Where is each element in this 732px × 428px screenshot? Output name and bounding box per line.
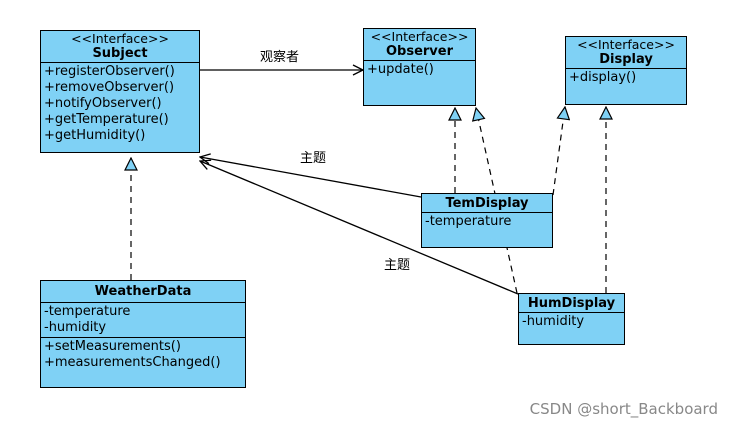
temdisplay-attribute: -temperature [425, 214, 512, 229]
temdisplay-attributes: -temperature [422, 212, 552, 231]
temdisplay-subject-association [200, 157, 422, 198]
weatherdata-class[interactable]: WeatherData -temperature -humidity +setM… [40, 280, 246, 388]
observer-stereotype: <<Interface>> [370, 29, 469, 44]
weatherdata-attributes: -temperature -humidity [41, 302, 245, 337]
display-class[interactable]: <<Interface>> Display +display() [565, 36, 687, 105]
humdisplay-class[interactable]: HumDisplay -humidity [518, 293, 625, 345]
humdisplay-attributes: -humidity [519, 312, 624, 331]
subject-method: +getHumidity() [44, 128, 146, 143]
weatherdata-class-name: WeatherData [94, 284, 192, 299]
subject-method: +removeObserver() [44, 80, 175, 95]
subject-methods: +registerObserver() +removeObserver() +n… [41, 62, 199, 145]
subject-class-name: Subject [92, 46, 148, 61]
humdisplay-subject-association [200, 161, 519, 295]
observer-association-label: 观察者 [260, 50, 300, 65]
subject-class[interactable]: <<Interface>> Subject +registerObserver(… [40, 30, 200, 153]
observer-method: +update() [367, 62, 434, 77]
display-stereotype: <<Interface>> [577, 37, 675, 52]
weatherdata-method: +setMeasurements() [44, 339, 181, 354]
observer-class[interactable]: <<Interface>> Observer +update() [363, 28, 476, 106]
temdisplay-class[interactable]: TemDisplay -temperature [421, 193, 553, 248]
subject-method: +notifyObserver() [44, 96, 162, 111]
temdisplay-realizes-display [552, 107, 565, 196]
observer-methods: +update() [364, 60, 475, 79]
subject-method: +registerObserver() [44, 64, 175, 79]
humdisplay-subject-label: 主题 [384, 258, 411, 273]
weatherdata-methods: +setMeasurements() +measurementsChanged(… [41, 337, 245, 372]
weatherdata-attribute: -temperature [44, 304, 131, 319]
subject-method: +getTemperature() [44, 112, 169, 127]
display-method: +display() [569, 70, 637, 85]
humdisplay-attribute: -humidity [522, 314, 585, 329]
weatherdata-attribute: -humidity [44, 320, 107, 335]
observer-class-name: Observer [385, 44, 454, 59]
display-methods: +display() [566, 68, 686, 87]
humdisplay-realizes-observer [476, 108, 518, 294]
subject-stereotype: <<Interface>> [71, 31, 169, 46]
temdisplay-class-name: TemDisplay [445, 196, 529, 211]
watermark: CSDN @short_Backboard [529, 400, 718, 418]
temdisplay-subject-label: 主题 [300, 151, 327, 166]
humdisplay-class-name: HumDisplay [527, 296, 616, 311]
weatherdata-method: +measurementsChanged() [44, 355, 221, 370]
display-class-name: Display [599, 52, 653, 67]
